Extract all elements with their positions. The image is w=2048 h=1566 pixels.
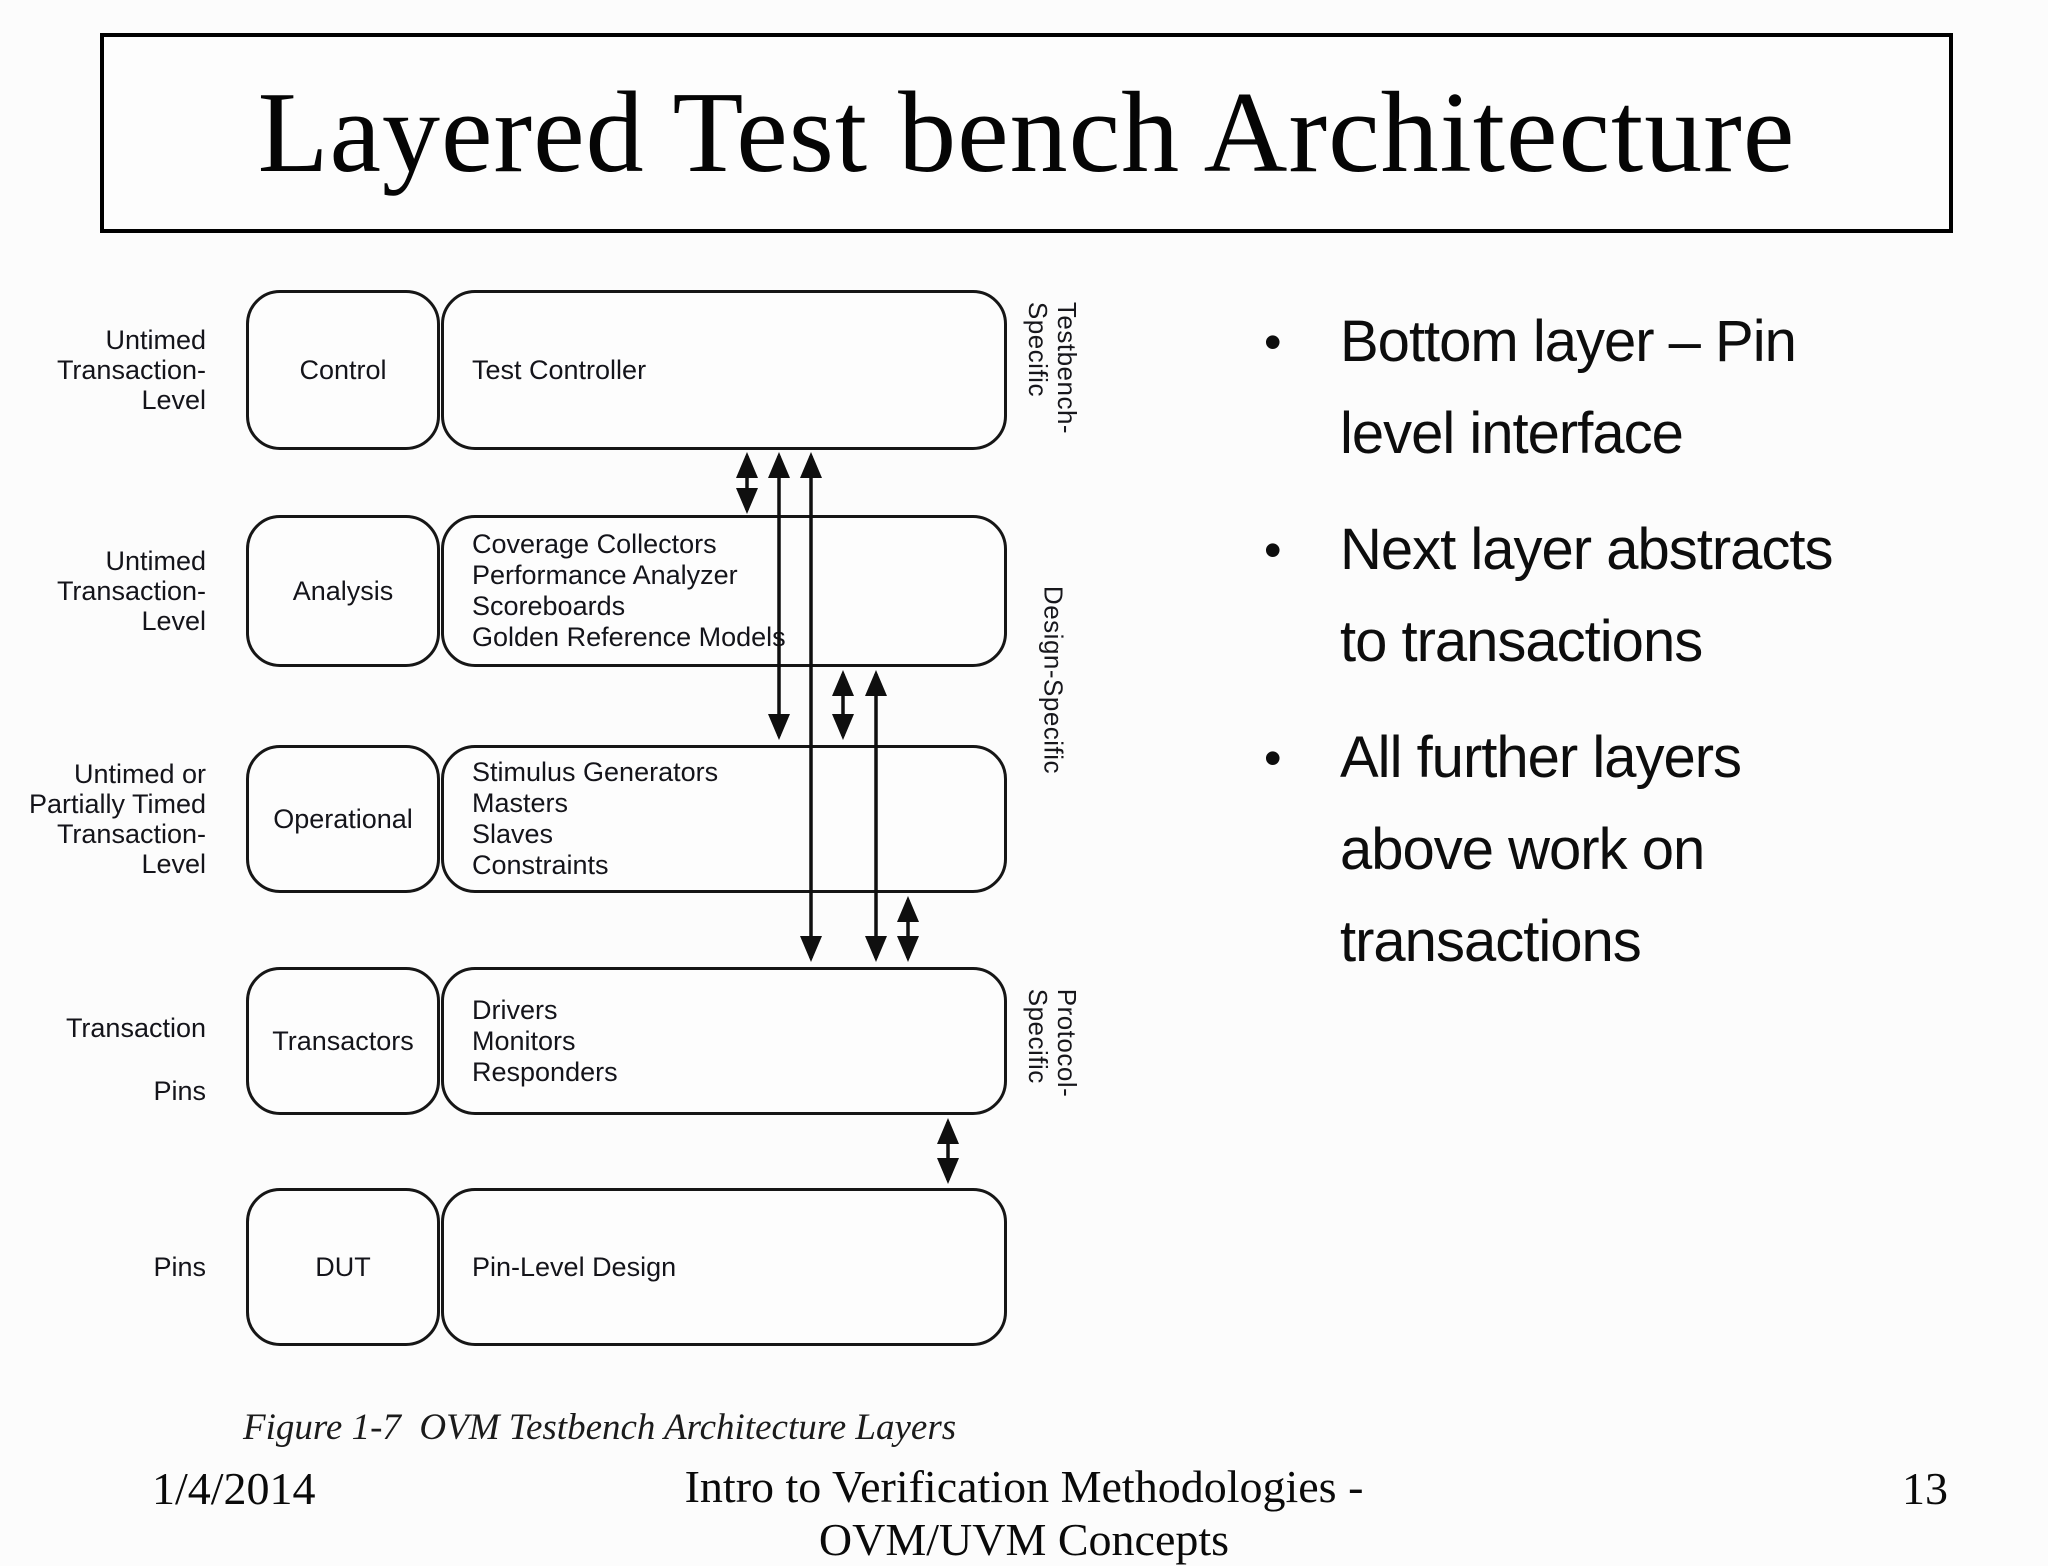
side-label-design-specific: Design-Specific <box>1038 585 1069 775</box>
footer-page-number: 13 <box>1902 1463 1948 1514</box>
timing-label-analysis: Untimed Transaction-Level <box>56 546 206 636</box>
layer-name: Operational <box>273 803 413 834</box>
bullet-item: • Next layer abstracts to transactions <box>1258 504 2028 688</box>
title-box: Layered Test bench Architecture <box>100 33 1953 233</box>
layer-box-dut: DUT <box>246 1188 440 1346</box>
components-box-operational: Stimulus Generators Masters Slaves Const… <box>441 745 1007 893</box>
bullet-marker: • <box>1264 522 1282 578</box>
components-box-dut: Pin-Level Design <box>441 1188 1007 1346</box>
components-box-analysis: Coverage Collectors Performance Analyzer… <box>441 515 1007 667</box>
timing-label-transaction: Transaction <box>65 1012 206 1043</box>
footer-title: Intro to Verification Methodologies - OV… <box>684 1461 1364 1565</box>
bullet-list: • Bottom layer – Pin level interface • N… <box>1258 296 2028 988</box>
layer-row-transactors: Transaction Pins Transactors Drivers Mon… <box>0 967 2048 1115</box>
layer-box-transactors: Transactors <box>246 967 440 1115</box>
flow-arrow-analysis-to-operational <box>832 670 854 740</box>
page-title: Layered Test bench Architecture <box>257 68 1796 197</box>
layer-box-operational: Operational <box>246 745 440 893</box>
bullet-marker: • <box>1264 730 1282 786</box>
layer-box-analysis: Analysis <box>246 515 440 667</box>
layer-row-control: Untimed Transaction-Level Control Test C… <box>0 290 2048 450</box>
timing-label-operational: Untimed or Partially Timed Transaction-L… <box>28 759 206 879</box>
layer-name: Analysis <box>292 575 394 606</box>
components-box-control: Test Controller <box>441 290 1007 450</box>
bullet-text: All further layers above work on transac… <box>1340 725 1742 974</box>
figure-caption: Figure 1-7 OVM Testbench Architecture La… <box>243 1407 957 1448</box>
timing-label-control: Untimed Transaction-Level <box>56 325 206 415</box>
bullet-marker: • <box>1264 314 1282 370</box>
flow-arrow-operational-to-transactors <box>897 896 919 962</box>
footer-date: 1/4/2014 <box>152 1463 316 1514</box>
timing-label-dut: Pins <box>153 1252 206 1282</box>
flow-arrow-transactors-to-dut <box>937 1118 959 1184</box>
side-label-testbench-specific: Testbench- Specific <box>1023 301 1082 435</box>
bullet-text: Next layer abstracts to transactions <box>1340 517 1834 674</box>
layer-row-operational: Untimed or Partially Timed Transaction-L… <box>0 745 2048 893</box>
layer-name: Transactors <box>272 1025 414 1056</box>
flow-arrow-test-controller-to-analysis <box>736 452 758 514</box>
timing-label-pins: Pins <box>153 1076 206 1107</box>
bullet-item: • Bottom layer – Pin level interface <box>1258 296 2028 480</box>
components-text: Pin-Level Design <box>472 1251 677 1282</box>
components-text: Coverage Collectors Performance Analyzer… <box>472 529 786 652</box>
layer-name: Control <box>299 354 387 385</box>
components-text: Drivers Monitors Responders <box>472 994 618 1087</box>
components-text: Stimulus Generators Masters Slaves Const… <box>472 757 719 880</box>
layer-name: DUT <box>315 1251 371 1282</box>
components-text: Test Controller <box>472 354 647 385</box>
bullet-item: • All further layers above work on trans… <box>1258 712 2028 988</box>
components-box-transactors: Drivers Monitors Responders <box>441 967 1007 1115</box>
layer-row-analysis: Untimed Transaction-Level Analysis Cover… <box>0 515 2048 667</box>
layer-row-dut: Pins DUT Pin-Level Design <box>0 1188 2048 1346</box>
bullet-text: Bottom layer – Pin level interface <box>1340 309 1797 466</box>
side-label-protocol-specific: Protocol- Specific <box>1023 988 1082 1098</box>
layer-box-control: Control <box>246 290 440 450</box>
